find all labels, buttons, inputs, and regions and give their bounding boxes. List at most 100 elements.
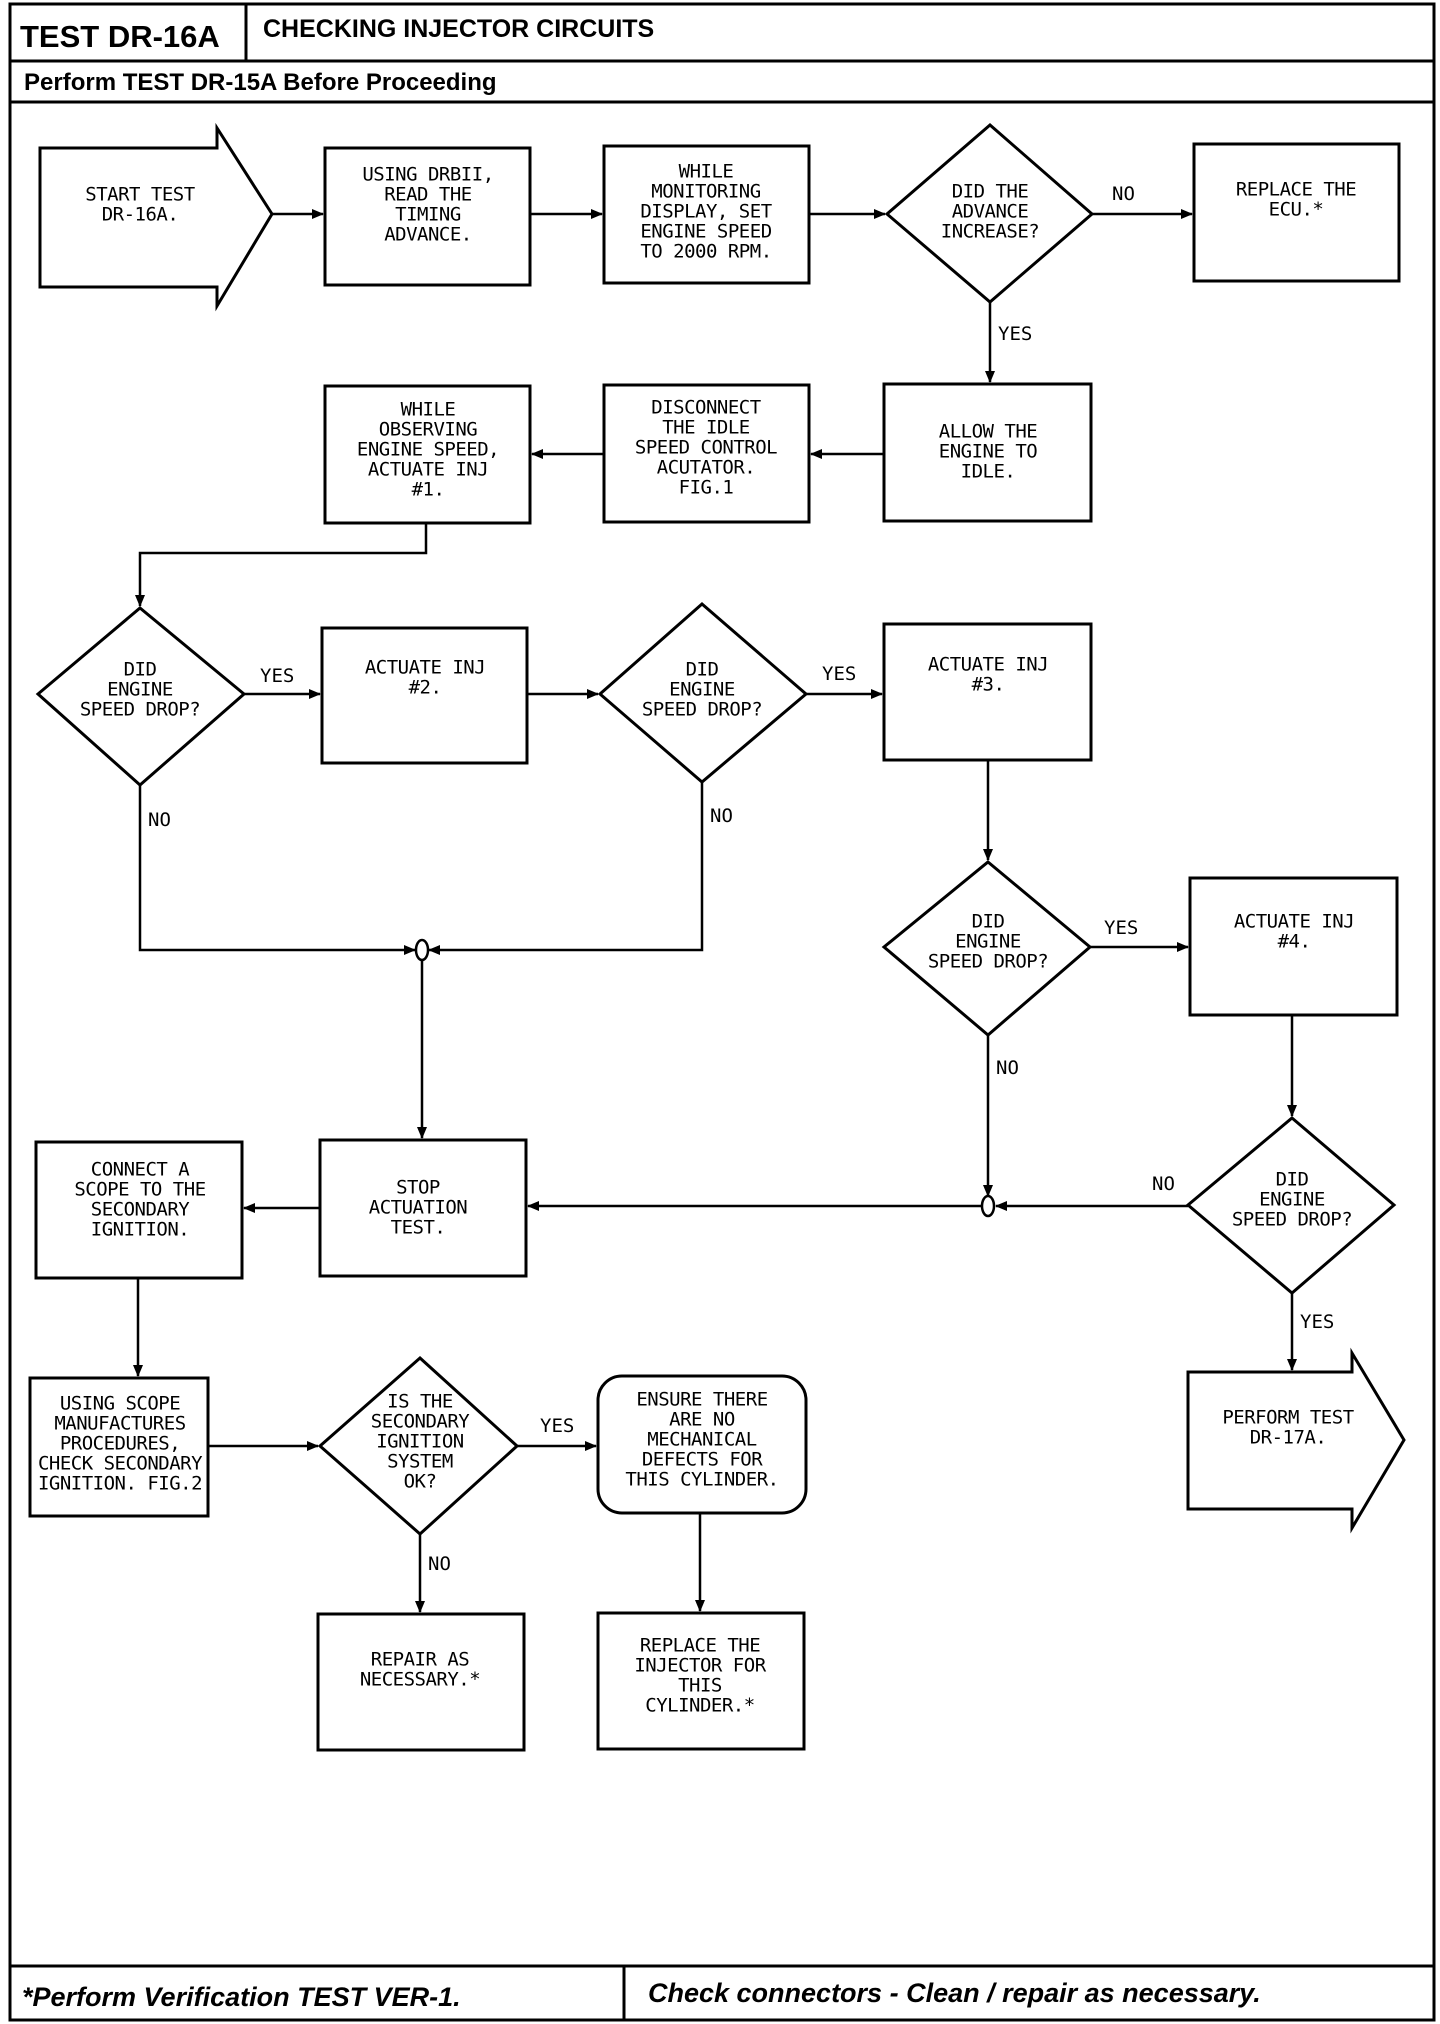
node-text-line: PERFORM TEST xyxy=(1222,1407,1353,1429)
node-text-line: #4. xyxy=(1278,931,1311,953)
node-text-line: ENGINE xyxy=(955,931,1021,953)
node-text-line: WHILE xyxy=(401,399,456,421)
node-text-line: OK? xyxy=(404,1471,437,1493)
node-text-line: SPEED DROP? xyxy=(928,951,1048,973)
node-text-line: #2. xyxy=(409,677,442,699)
node-text-line: DID xyxy=(686,659,719,681)
node-text-line: ACUTATOR. xyxy=(657,457,755,479)
node-text-line: ACTUATION xyxy=(369,1197,468,1219)
node-text-line: ACTUATE INJ xyxy=(365,657,485,679)
node-text-line: DEFECTS FOR xyxy=(642,1449,763,1471)
junction-node xyxy=(980,1194,996,1218)
node-text-line: DR-16A. xyxy=(102,204,179,226)
label-yes: YES xyxy=(260,665,294,687)
node-text-line: WHILE xyxy=(679,161,734,183)
node-text-line: ENSURE THERE xyxy=(636,1389,767,1411)
node-text-line: MONITORING xyxy=(651,181,760,203)
node-text-line: DISCONNECT xyxy=(651,397,760,419)
node-text-line: TEST. xyxy=(391,1217,446,1239)
node-check-secondary: USING SCOPEMANUFACTURESPROCEDURES,CHECK … xyxy=(28,1376,210,1518)
node-text-line: THE IDLE xyxy=(662,417,750,439)
node-text-line: SECONDARY xyxy=(371,1411,471,1433)
node-text-line: MANUFACTURES xyxy=(54,1413,185,1435)
node-text-line: ECU.* xyxy=(1269,199,1324,221)
node-text-line: #1. xyxy=(412,479,445,501)
node-text-line: PROCEDURES, xyxy=(60,1433,180,1455)
node-text-line: ENGINE SPEED xyxy=(640,221,771,243)
edge-drop1-no xyxy=(138,785,416,955)
node-text-line: ACTUATE INJ xyxy=(368,459,488,481)
node-text-line: CHECK SECONDARY xyxy=(38,1453,203,1475)
node-text-line: SPEED DROP? xyxy=(1232,1209,1352,1231)
node-text-line: CONNECT A xyxy=(91,1159,191,1181)
node-text-line: ADVANCE xyxy=(952,201,1029,223)
node-text-line: CYLINDER.* xyxy=(645,1695,754,1717)
label-no: NO xyxy=(1152,1173,1175,1195)
node-text-line: ACTUATE INJ xyxy=(928,654,1048,676)
node-text-line: IGNITION. xyxy=(91,1219,189,1241)
node-text-line: DID xyxy=(1276,1169,1309,1191)
label-yes: YES xyxy=(1300,1311,1334,1333)
node-text-line: ENGINE xyxy=(669,679,735,701)
node-text-line: SPEED DROP? xyxy=(642,699,762,721)
node-text-line: STOP xyxy=(396,1177,440,1199)
edge-inj1-to-drop1 xyxy=(135,523,428,607)
node-text-line: SCOPE TO THE xyxy=(74,1179,205,1201)
node-text-line: SPEED DROP? xyxy=(80,699,200,721)
node-text-line: ENGINE xyxy=(1259,1189,1325,1211)
footer-verification-note: *Perform Verification TEST VER-1. xyxy=(22,1982,461,2012)
label-no: NO xyxy=(428,1553,451,1575)
label-yes: YES xyxy=(998,323,1032,345)
node-text-line: START TEST xyxy=(85,184,194,206)
node-text-line: SPEED CONTROL xyxy=(635,437,777,459)
node-text-line: #3. xyxy=(972,674,1005,696)
page-title: CHECKING INJECTOR CIRCUITS xyxy=(263,15,654,43)
node-text-line: ENGINE SPEED, xyxy=(357,439,499,461)
node-text-line: FIG.1 xyxy=(679,477,734,499)
edge-drop2-no xyxy=(428,782,704,955)
node-text-line: TO 2000 RPM. xyxy=(640,241,771,263)
node-text-line: REPLACE THE xyxy=(1236,179,1356,201)
node-text-line: OBSERVING xyxy=(379,419,478,441)
node-text-line: SYSTEM xyxy=(387,1451,453,1473)
node-text-line: NECESSARY.* xyxy=(360,1669,480,1691)
label-yes: YES xyxy=(822,663,856,685)
node-text-line: ALLOW THE xyxy=(939,421,1038,443)
node-text-line: REPLACE THE xyxy=(640,1635,760,1657)
node-text-line: IGNITION xyxy=(376,1431,464,1453)
node-text-line: USING DRBII, xyxy=(362,164,493,186)
page-frame xyxy=(8,2,1436,2022)
node-text-line: IS THE xyxy=(387,1391,453,1413)
node-text-line: THIS CYLINDER. xyxy=(625,1469,778,1491)
node-text-line: DID xyxy=(124,659,157,681)
test-id: TEST DR-16A xyxy=(20,19,220,54)
label-no: NO xyxy=(710,805,733,827)
node-text-line: SECONDARY xyxy=(91,1199,191,1221)
node-text-line: TIMING xyxy=(395,204,461,226)
node-text-line: IDLE. xyxy=(961,461,1016,483)
node-text-line: DID xyxy=(972,911,1005,933)
node-text-line: DID THE xyxy=(952,181,1029,203)
node-text-line: DR-17A. xyxy=(1250,1427,1327,1449)
node-text-line: INJECTOR FOR xyxy=(634,1655,766,1677)
node-actuate-inj-2: ACTUATE INJ#2. xyxy=(320,626,529,765)
node-actuate-inj-4: ACTUATE INJ#4. xyxy=(1188,876,1399,1017)
node-text-line: ADVANCE. xyxy=(384,224,472,246)
